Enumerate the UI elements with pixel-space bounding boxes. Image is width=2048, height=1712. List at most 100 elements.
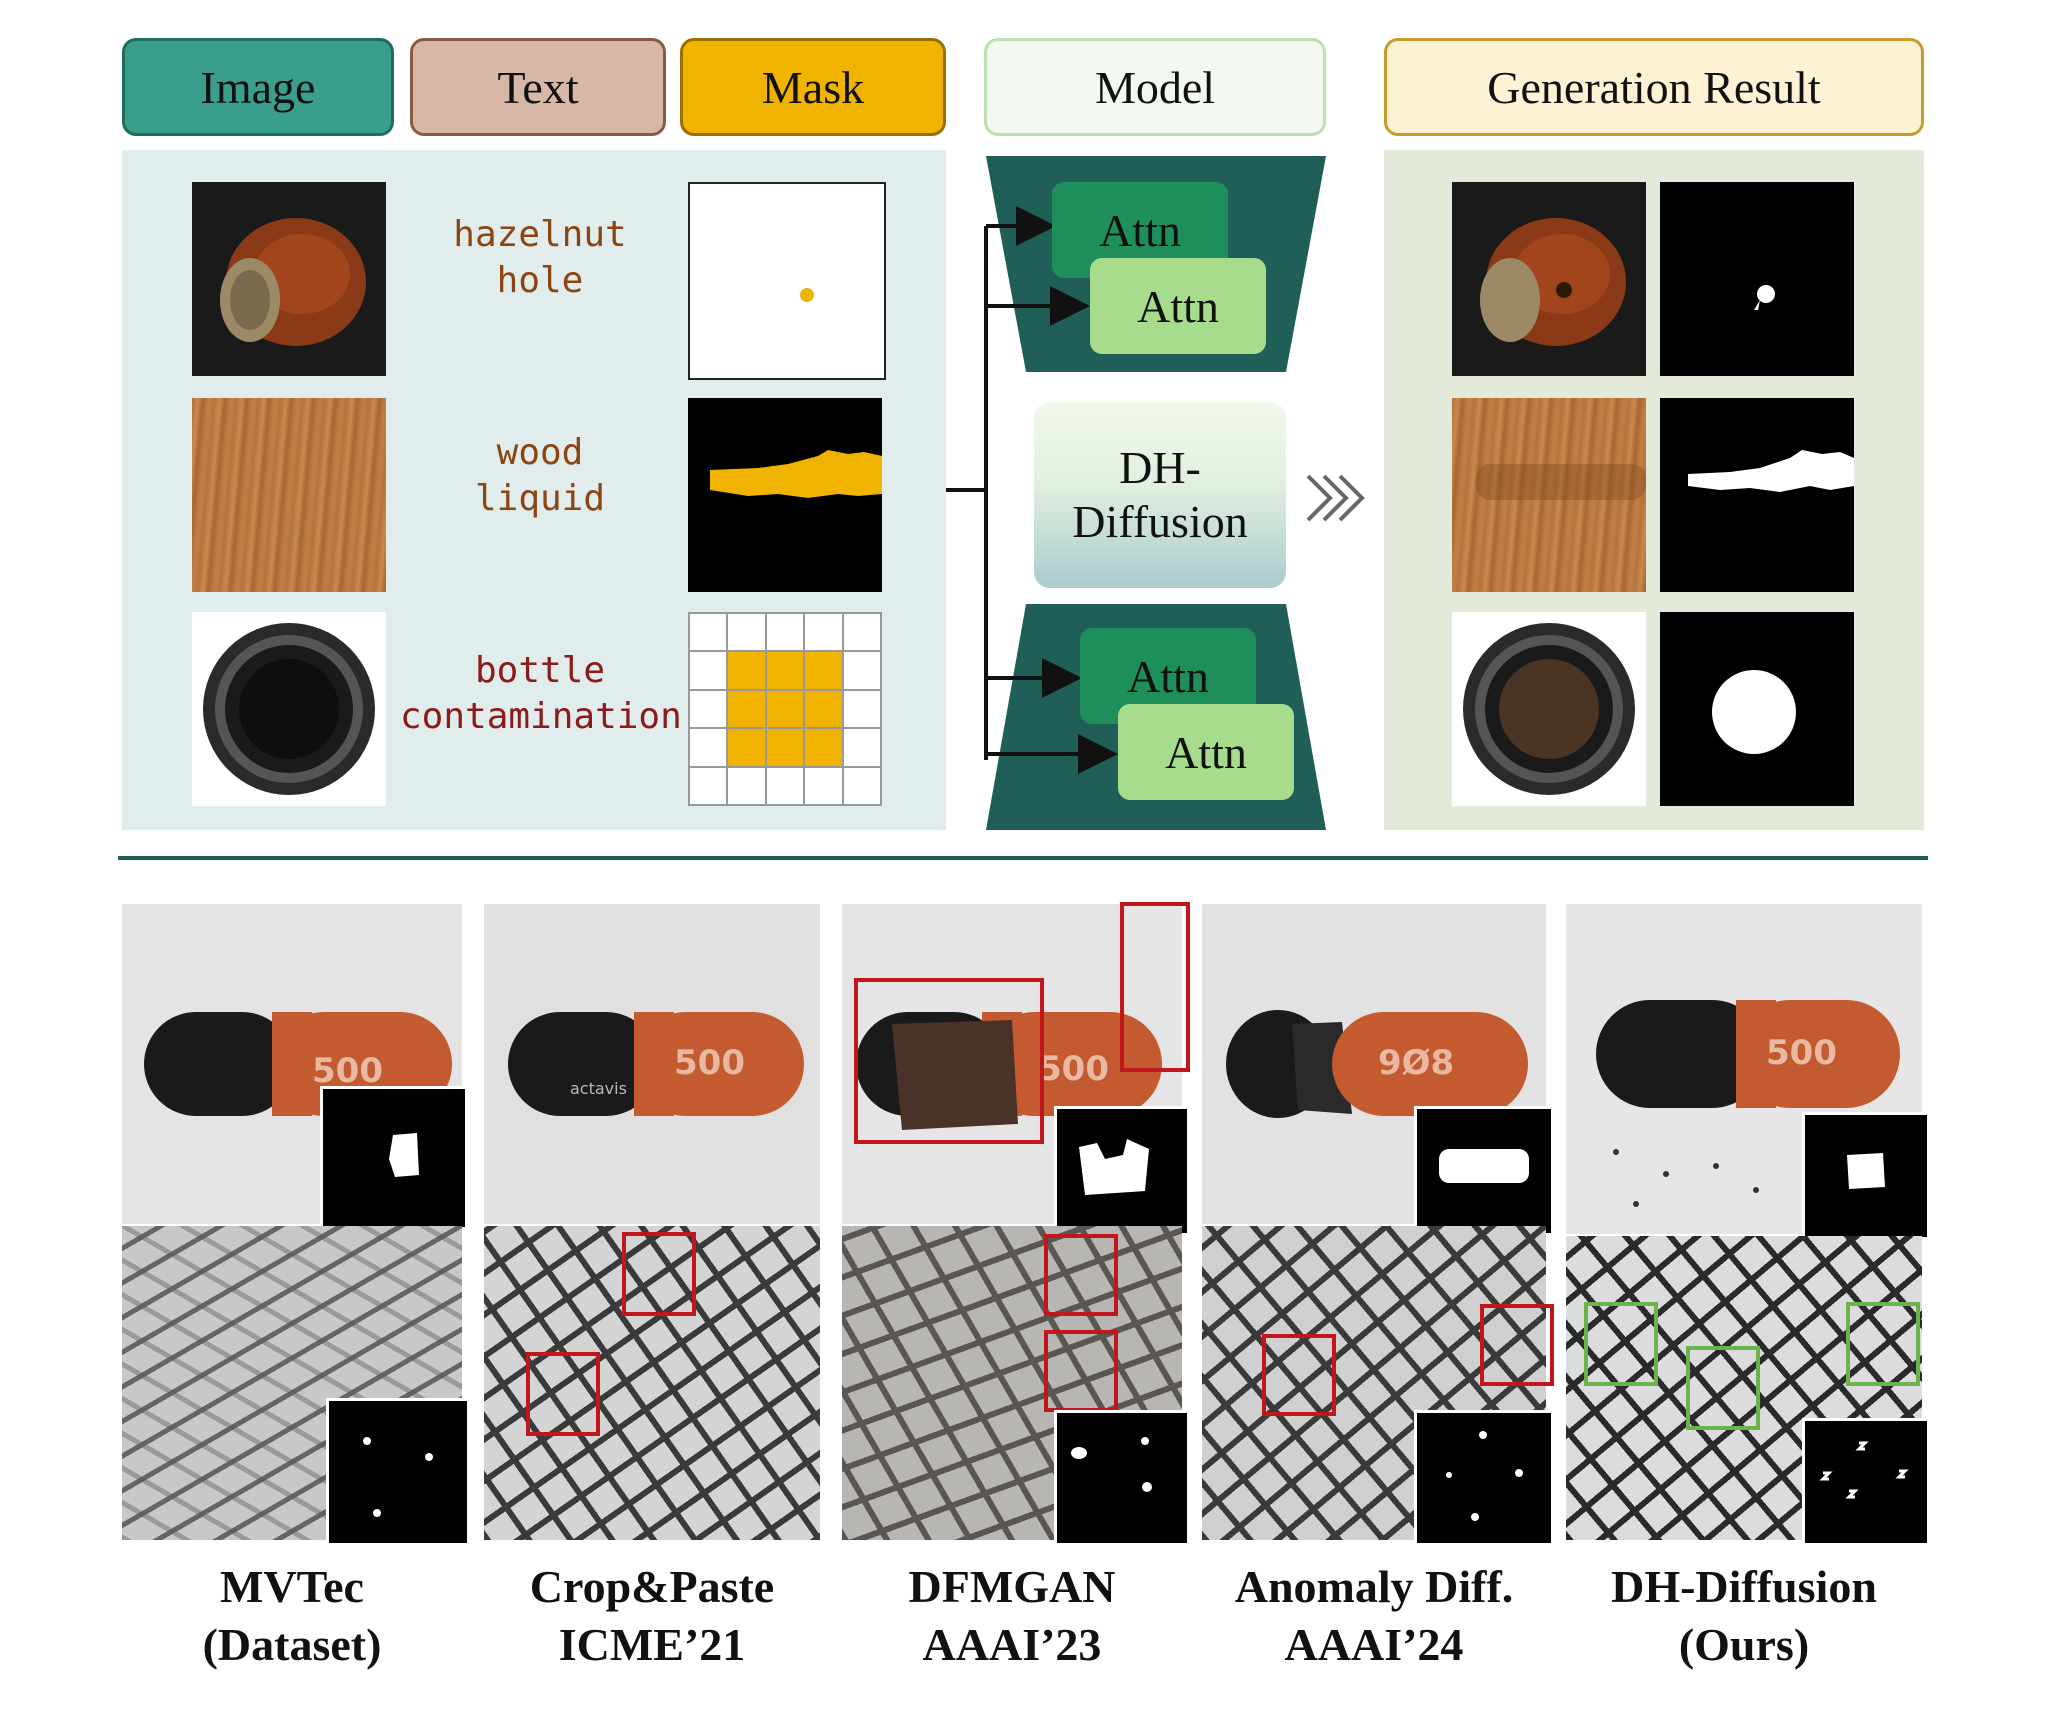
attn-block-bottom-2: Attn	[1118, 704, 1294, 800]
dfmgan-box-2	[1120, 902, 1190, 1072]
mvtec-pill-mask	[320, 1086, 468, 1230]
mask-liquid	[688, 398, 882, 592]
ours-pill-illustration: 500	[1596, 1000, 1900, 1207]
dfmgan-grid-mask-shape	[1071, 1437, 1152, 1492]
image-header: Image	[122, 38, 394, 136]
croppaste-pill-brand: actavis	[570, 1079, 627, 1098]
text-input-hazelnut: hazelnut hole	[420, 212, 660, 304]
caption-anomalydiff-line1: Anomaly Diff.	[1234, 1561, 1514, 1612]
hazelnut-illustration	[220, 218, 366, 346]
bottle-image	[192, 612, 386, 806]
hazelnut-image	[192, 182, 386, 376]
mvtec-grid-mask	[326, 1398, 470, 1546]
anomalydiff-pill-illustration: 9Ø8	[1226, 1010, 1528, 1118]
ours-box-2	[1686, 1346, 1760, 1430]
attn-top-2-label: Attn	[1137, 280, 1219, 332]
anomalydiff-grid-mask-shape	[1446, 1431, 1523, 1521]
ours-pill-mask-shape	[1847, 1153, 1885, 1189]
caption-anomalydiff: Anomaly Diff. AAAI’24	[1202, 1558, 1546, 1674]
ours-grid-mask-shape	[1819, 1441, 1909, 1499]
dh-diffusion-line2: Diffusion	[1072, 496, 1248, 547]
result-hazelnut-illustration	[1480, 218, 1626, 346]
caption-croppaste: Crop&Paste ICME’21	[484, 1558, 820, 1674]
caption-mvtec-line1: MVTec	[220, 1561, 364, 1612]
result-hazelnut-mask-shape	[1754, 285, 1775, 310]
dfmgan-pill-mask	[1054, 1106, 1190, 1236]
croppaste-box-2	[526, 1352, 600, 1436]
mask-liquid-shape	[710, 450, 882, 498]
dfmgan-pill-text: 500	[1038, 1049, 1109, 1089]
caption-mvtec: MVTec (Dataset)	[122, 1558, 462, 1674]
caption-ours: DH-Diffusion (Ours)	[1566, 1558, 1922, 1674]
caption-ours-line2: (Ours)	[1678, 1619, 1810, 1670]
attn-top-1-label: Attn	[1099, 204, 1181, 256]
croppaste-pill-illustration: actavis 500	[508, 1012, 804, 1116]
mask-header-label: Mask	[761, 61, 865, 113]
attn-bottom-1-label: Attn	[1127, 650, 1209, 702]
result-hazelnut-image	[1452, 182, 1646, 376]
result-header: Generation Result	[1384, 38, 1924, 136]
ours-grid-mask	[1802, 1418, 1930, 1546]
croppaste-grid-photo	[484, 1226, 820, 1540]
caption-dfmgan: DFMGAN AAAI’23	[842, 1558, 1182, 1674]
attn-bottom-2-label: Attn	[1165, 726, 1247, 778]
attn-block-top-2: Attn	[1090, 258, 1266, 354]
image-header-label: Image	[200, 61, 316, 113]
caption-croppaste-line2: ICME’21	[558, 1619, 746, 1670]
mvtec-pill-text: 500	[312, 1051, 383, 1091]
result-wood-image	[1452, 398, 1646, 592]
ours-box-1	[1584, 1302, 1658, 1386]
mask-grid-shape	[688, 612, 882, 806]
mvtec-pill-mask-shape	[389, 1133, 419, 1177]
mvtec-grid-mask-shape	[363, 1437, 433, 1517]
mask-header: Mask	[680, 38, 946, 136]
ours-pill-mask	[1802, 1112, 1930, 1240]
dfmgan-pill-mask-shape	[1079, 1139, 1149, 1195]
caption-mvtec-line2: (Dataset)	[202, 1619, 382, 1670]
ours-pill-text: 500	[1766, 1033, 1837, 1073]
anomalydiff-box-2	[1480, 1304, 1554, 1386]
text-input-bottle-line1: bottle	[474, 650, 606, 691]
text-input-wood: wood liquid	[420, 430, 660, 522]
result-bottle-illustration	[1463, 623, 1635, 795]
text-input-hazelnut-line2: hole	[496, 260, 584, 301]
anomalydiff-grid-mask	[1414, 1410, 1554, 1546]
result-wood-mask-shape	[1688, 450, 1854, 492]
croppaste-grid-mesh-b	[484, 1226, 820, 1540]
result-hazelnut-mask	[1660, 182, 1854, 376]
dh-diffusion-block: DH- Diffusion	[1034, 402, 1286, 588]
model-header: Model	[984, 38, 1326, 136]
anomalydiff-pill-mask	[1414, 1106, 1554, 1236]
caption-croppaste-line1: Crop&Paste	[529, 1561, 775, 1612]
croppaste-pill-text: 500	[674, 1043, 745, 1083]
caption-anomalydiff-line2: AAAI’24	[1284, 1619, 1464, 1670]
caption-dfmgan-line1: DFMGAN	[908, 1561, 1116, 1612]
dfmgan-pill-photo: 500	[842, 904, 1182, 1224]
mask-point-dot	[800, 288, 814, 302]
result-header-label: Generation Result	[1487, 61, 1821, 113]
model-header-label: Model	[1094, 61, 1216, 113]
ours-box-3	[1846, 1302, 1920, 1386]
caption-ours-line1: DH-Diffusion	[1611, 1561, 1877, 1612]
croppaste-pill-photo: actavis 500	[484, 904, 820, 1224]
text-input-bottle: bottle contamination	[400, 648, 682, 740]
mask-grid	[688, 612, 882, 806]
text-input-bottle-line2: contamination	[400, 696, 682, 737]
croppaste-box-1	[622, 1232, 696, 1316]
text-header-label: Text	[497, 61, 579, 113]
dh-diffusion-line1: DH-	[1119, 442, 1201, 493]
result-bottle-image	[1452, 612, 1646, 806]
chevrons-icon	[1306, 474, 1365, 522]
dfmgan-box-3	[1044, 1234, 1118, 1316]
dfmgan-box-1	[854, 978, 1044, 1144]
mask-point	[688, 182, 886, 380]
dfmgan-pill-illustration: 500	[856, 1012, 1162, 1130]
bottle-illustration	[203, 623, 375, 795]
result-bottle-mask-shape	[1712, 670, 1796, 754]
text-input-wood-line2: liquid	[474, 478, 606, 519]
text-header: Text	[410, 38, 666, 136]
section-divider	[118, 856, 1928, 860]
dfmgan-box-4	[1044, 1330, 1118, 1412]
anomalydiff-box-1	[1262, 1334, 1336, 1416]
wood-image	[192, 398, 386, 592]
